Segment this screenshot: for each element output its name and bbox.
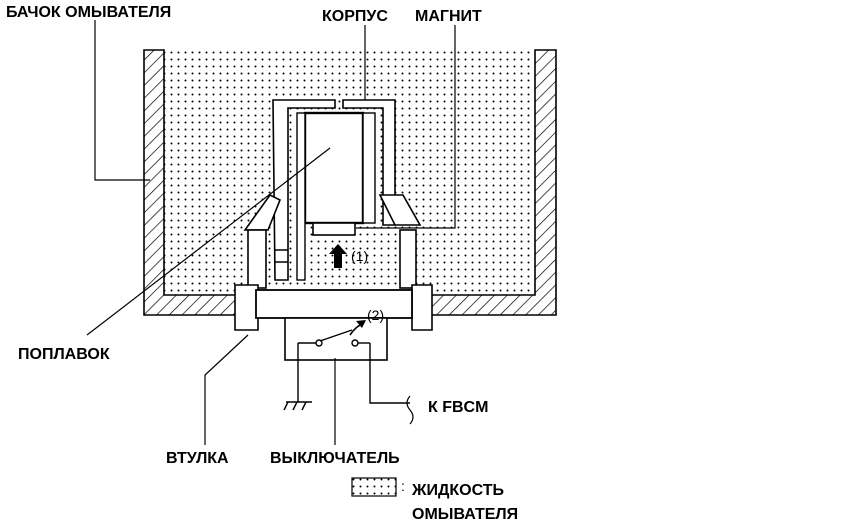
arrow-2-label: (2): [367, 307, 384, 323]
fluid-legend-swatch: :: [351, 477, 405, 497]
bushing: [234, 284, 433, 331]
magnet-leader: [356, 25, 456, 229]
bushing-leader: [204, 334, 249, 445]
tank-label: БАЧОК ОМЫВАТЕЛЯ: [6, 4, 172, 21]
ground-wire: [283, 343, 312, 411]
arrow-1-label: (1): [351, 248, 368, 264]
float: [296, 112, 376, 281]
magnet-label: МАГНИТ: [415, 8, 482, 25]
legend-fluid-line2: ОМЫВАТЕЛЯ: [412, 506, 519, 523]
body-label: КОРПУС: [322, 8, 388, 25]
float-label: ПОПЛАВОК: [18, 346, 110, 363]
fbcm-label: К FBCM: [428, 399, 489, 416]
tank-leader: [94, 20, 150, 181]
leader-lines: [86, 20, 456, 445]
legend-fluid-line1: ЖИДКОСТЬ: [412, 482, 504, 499]
magnet: [303, 111, 365, 236]
svg-text::: :: [401, 478, 405, 494]
switch-label: ВЫКЛЮЧАТЕЛЬ: [270, 450, 400, 467]
switch-action-arrow: (2): [349, 307, 384, 336]
float-rise-arrow: (1): [329, 244, 368, 268]
bushing-label: ВТУЛКА: [166, 450, 229, 467]
switch-box: [284, 317, 388, 361]
fbcm-wire: [369, 343, 414, 425]
float-leader: [86, 147, 331, 336]
